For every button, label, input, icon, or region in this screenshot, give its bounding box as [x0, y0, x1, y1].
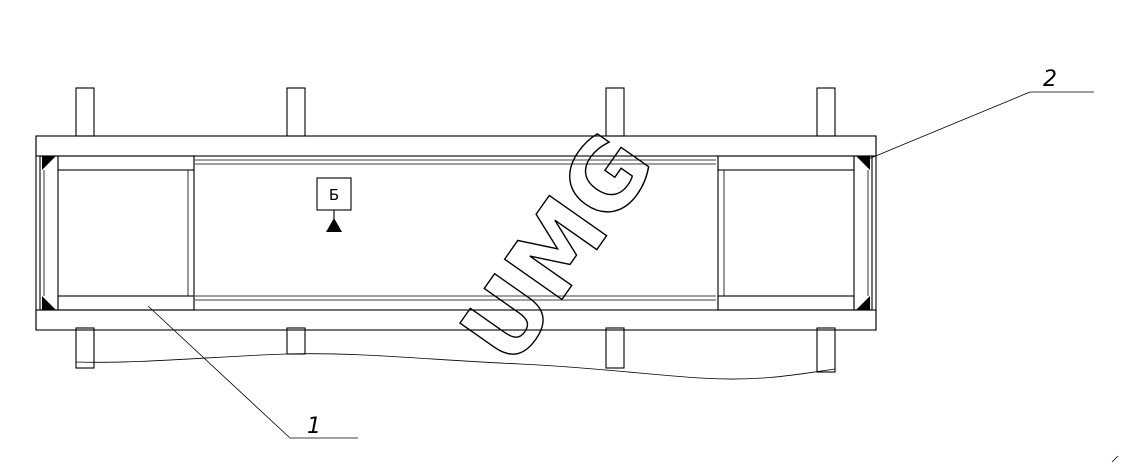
weld-mark-right-top [856, 156, 870, 170]
callout-1-label: 1 [307, 414, 321, 439]
weld-mark-left-top [42, 156, 56, 170]
support-top-1 [75, 87, 95, 137]
support-bottom-2 [286, 327, 306, 355]
callout-2-label: 2 [1043, 67, 1057, 92]
right-insert-bottom [717, 295, 855, 311]
inner-tube [195, 159, 716, 301]
section-marker: Б [316, 177, 352, 232]
section-marker-label: Б [329, 186, 339, 204]
right-cap [853, 155, 873, 311]
callout-1-leader [147, 305, 291, 439]
right-insert [717, 155, 873, 311]
callout-2-leader [865, 91, 1031, 161]
left-insert-bottom [57, 295, 195, 311]
watermark-text: UMG [439, 113, 675, 384]
support-bottom-4 [816, 327, 836, 373]
left-cap [39, 155, 59, 311]
bottom-supports [75, 327, 836, 373]
callout-2: 2 [865, 67, 1094, 161]
support-bottom-3 [605, 327, 625, 369]
right-insert-top [717, 155, 855, 171]
corner-mark [1111, 455, 1119, 463]
weld-mark-right-bottom [856, 296, 870, 310]
outer-shell [35, 135, 877, 331]
support-top-4 [816, 87, 836, 137]
support-top-3 [605, 87, 625, 137]
left-insert-top [57, 155, 195, 171]
weld-mark-left-bottom [42, 296, 56, 310]
left-insert [39, 155, 195, 311]
callout-1: 1 [147, 305, 358, 439]
outer-wall-top [35, 135, 877, 157]
break-line [75, 353, 836, 380]
section-marker-arrow [326, 218, 342, 232]
watermark: UMG [439, 112, 677, 384]
top-supports [75, 87, 836, 137]
support-top-2 [286, 87, 306, 137]
support-bottom-1 [75, 327, 95, 369]
